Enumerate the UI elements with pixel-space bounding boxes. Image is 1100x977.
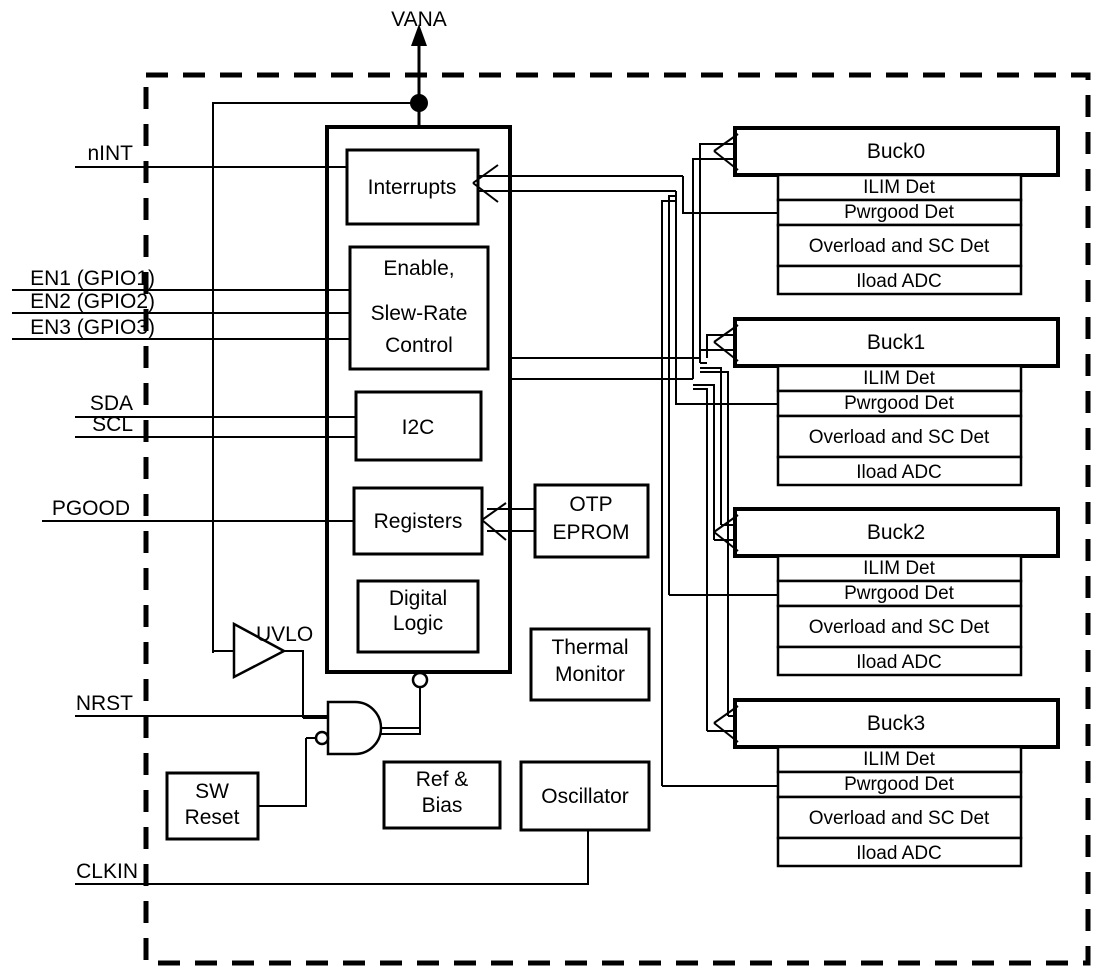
pin-label-NRST: NRST — [76, 692, 133, 715]
digital-logic-block: Digital Logic — [356, 579, 480, 654]
chip-boundary — [143, 72, 1091, 966]
pin-EN3: EN3 (GPIO3) — [12, 316, 350, 340]
pin-SDA: SDA — [75, 392, 356, 418]
digital-logic-line2: Logic — [393, 612, 443, 635]
oscillator-to-clkin-wire — [75, 830, 589, 885]
buck0-sub-0: ILIM Det — [863, 177, 936, 198]
buck0-sub-3: Iload ADC — [856, 271, 942, 292]
uvlo-label: UVLO — [256, 623, 313, 646]
buck0-sub-1: Pwrgood Det — [844, 202, 955, 223]
buck3-sub-0: ILIM Det — [863, 749, 936, 770]
ref-bias-line1: Ref & — [416, 768, 469, 791]
oscillator-label: Oscillator — [541, 785, 629, 808]
pin-label-PGOOD: PGOOD — [52, 497, 130, 520]
buck1-sub-3: Iload ADC — [856, 462, 942, 483]
registers-block: Registers — [352, 486, 484, 556]
buck2-sub-0: ILIM Det — [863, 558, 936, 579]
pin-SCL: SCL — [75, 413, 356, 438]
pin-label-nINT: nINT — [87, 142, 133, 165]
core-reset-bubble-icon — [411, 671, 429, 689]
pin-label-SCL: SCL — [92, 413, 133, 436]
pin-PGOOD: PGOOD — [42, 497, 354, 522]
interrupt-feedback-bus — [472, 164, 778, 787]
i2c-label: I2C — [402, 416, 435, 439]
buck3-sub-1: Pwrgood Det — [844, 774, 955, 795]
pin-label-EN3: EN3 (GPIO3) — [30, 316, 155, 339]
sw-reset-block: SW Reset — [165, 771, 260, 841]
and-gate-input-bubble-icon — [314, 730, 330, 746]
pin-label-EN1: EN1 (GPIO1) — [30, 267, 155, 290]
pin-nINT: nINT — [75, 142, 347, 168]
otp-eprom-line1: OTP — [569, 493, 612, 516]
pin-label-EN2: EN2 (GPIO2) — [30, 290, 155, 313]
buck2: Buck2 ILIM Det Pwrgood Det Overload and … — [733, 507, 1060, 677]
buck2-sub-1: Pwrgood Det — [844, 583, 955, 604]
vana-label: VANA — [391, 8, 447, 31]
buck1: Buck1 ILIM Det Pwrgood Det Overload and … — [733, 317, 1060, 487]
digital-logic-line1: Digital — [389, 587, 447, 610]
pin-label-CLKIN: CLKIN — [76, 860, 138, 883]
buck3-sub-2: Overload and SC Det — [809, 808, 990, 829]
pin-label-SDA: SDA — [90, 392, 133, 415]
sw-reset-to-nand-wire — [258, 738, 307, 807]
buck0: Buck0 ILIM Det Pwrgood Det Overload and … — [733, 126, 1060, 296]
buck0-title: Buck0 — [867, 140, 925, 163]
thermal-monitor-line2: Monitor — [555, 663, 625, 686]
thermal-monitor-line1: Thermal — [551, 636, 628, 659]
enable-line4: Control — [385, 334, 453, 357]
otp-eprom-line2: EPROM — [552, 521, 629, 544]
sw-reset-line2: Reset — [185, 806, 240, 829]
otp-to-registers-bus — [481, 502, 535, 541]
enable-control-bus — [510, 133, 739, 743]
pin-EN2: EN2 (GPIO2) — [12, 290, 350, 314]
buck1-sub-0: ILIM Det — [863, 368, 936, 389]
buck2-title: Buck2 — [867, 521, 925, 544]
i2c-block: I2C — [354, 390, 483, 462]
buck3-sub-3: Iload ADC — [856, 843, 942, 864]
buck1-title: Buck1 — [867, 331, 925, 354]
buck2-sub-2: Overload and SC Det — [809, 617, 990, 638]
vana-supply-net — [212, 24, 428, 653]
interrupts-block: Interrupts — [345, 148, 480, 226]
pin-EN1: EN1 (GPIO1) — [12, 267, 350, 291]
sw-reset-line1: SW — [195, 780, 229, 803]
otp-eprom-block: OTP EPROM — [533, 483, 650, 559]
reset-and-gate — [75, 700, 420, 756]
buck0-sub-2: Overload and SC Det — [809, 236, 990, 257]
thermal-monitor-block: Thermal Monitor — [529, 627, 651, 702]
pin-NRST: NRST — [76, 692, 133, 715]
buck2-sub-3: Iload ADC — [856, 652, 942, 673]
oscillator-block: Oscillator — [519, 760, 651, 832]
ref-bias-block: Ref & Bias — [382, 760, 502, 830]
enable-line1: Enable, — [383, 257, 454, 280]
buck1-sub-2: Overload and SC Det — [809, 427, 990, 448]
pin-CLKIN: CLKIN — [76, 860, 138, 883]
buck3-title: Buck3 — [867, 712, 925, 735]
uvlo-gate — [213, 621, 304, 718]
interrupts-label: Interrupts — [368, 176, 457, 199]
buck3: Buck3 ILIM Det Pwrgood Det Overload and … — [733, 698, 1060, 868]
registers-label: Registers — [374, 510, 463, 533]
enable-slew-rate-control-block: Enable, Slew-Rate Control — [348, 245, 490, 371]
enable-line3: Slew-Rate — [371, 302, 468, 325]
ref-bias-line2: Bias — [422, 794, 463, 817]
buck1-sub-1: Pwrgood Det — [844, 393, 955, 414]
